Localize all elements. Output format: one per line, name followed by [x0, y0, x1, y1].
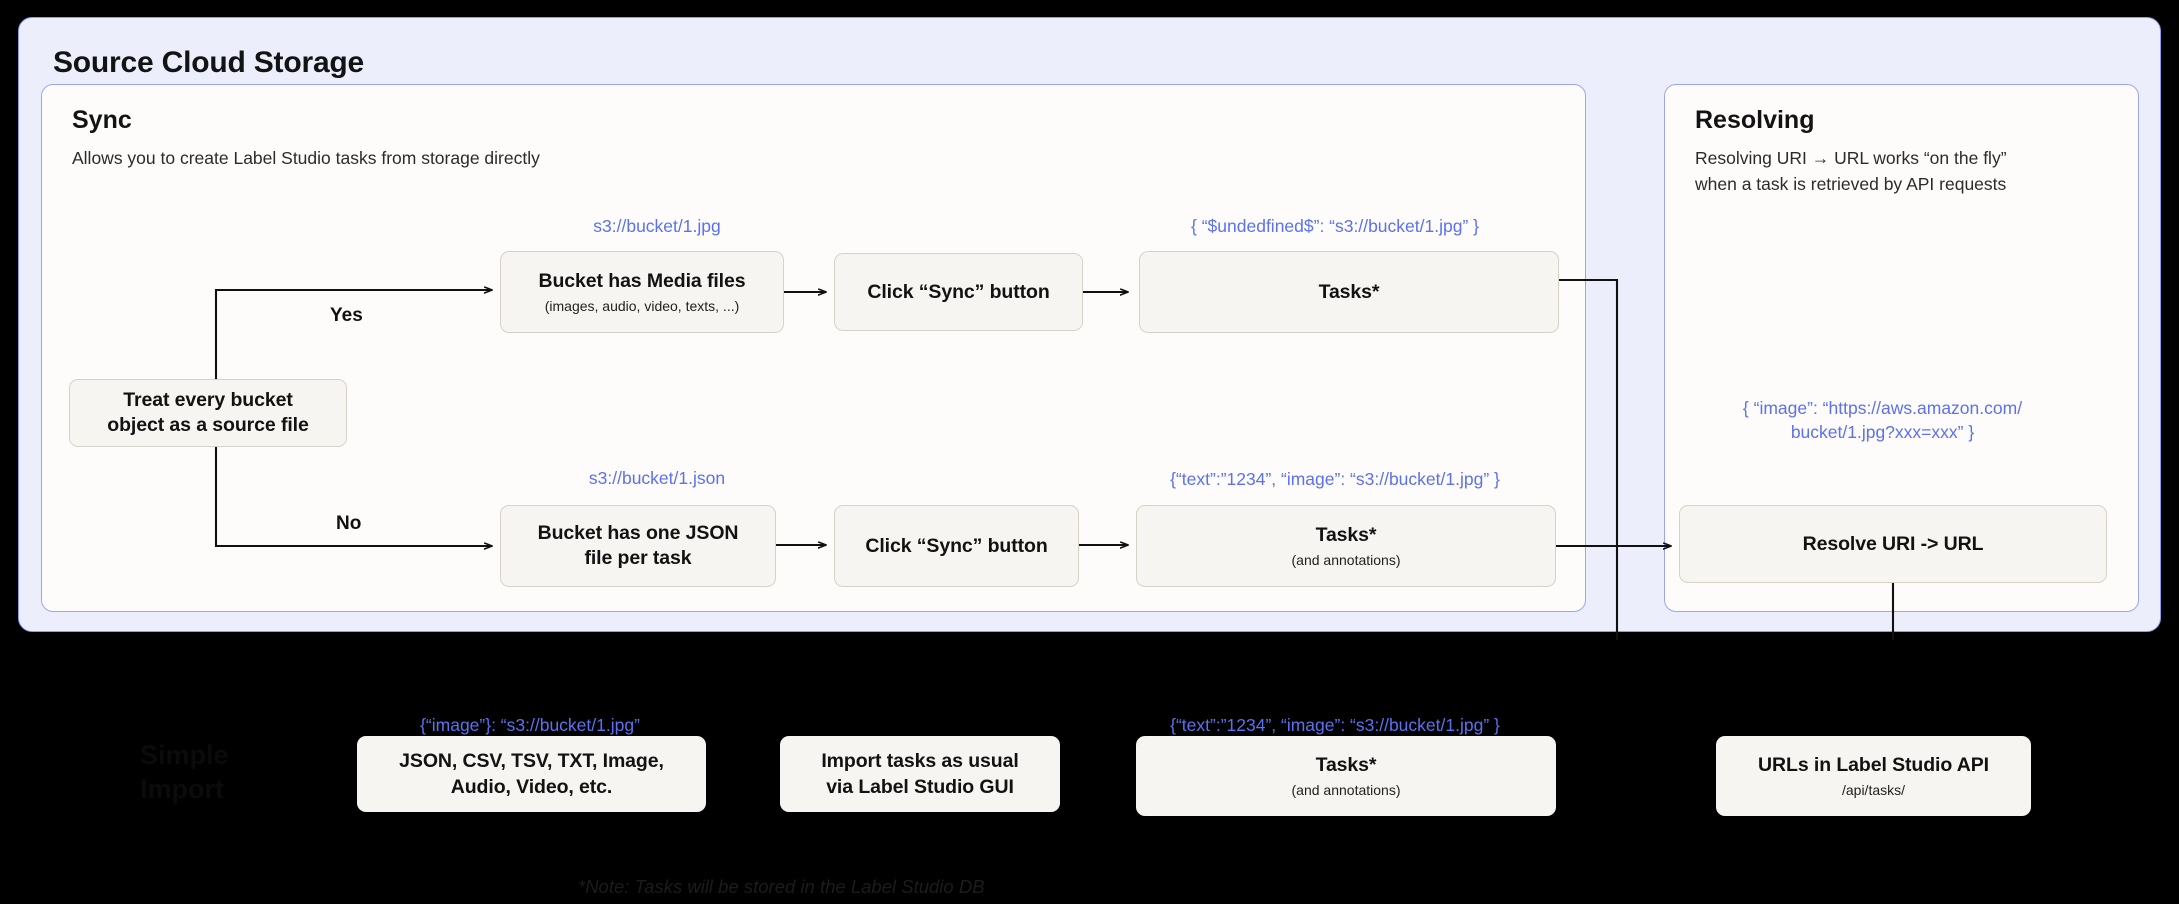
bottom-formats-note: {“image”}: “s3://bucket/1.jpg” [420, 715, 640, 735]
tasks-box-yes-title: Tasks* [1318, 280, 1380, 303]
sync-card-subtitle: Allows you to create Label Studio tasks … [72, 148, 540, 168]
edge-label-no: No [336, 513, 362, 534]
yes-row-tasks-note: { “$undedfined$”: “s3://bucket/1.jpg” } [1191, 216, 1479, 236]
bucket-media-files-subtitle: (images, audio, video, texts, ...) [544, 297, 740, 314]
tasks-box-no-title: Tasks* [1315, 523, 1377, 546]
import-tasks-box[interactable]: Import tasks as usual via Label Studio G… [780, 736, 1060, 812]
bucket-json-file-box[interactable]: Bucket has one JSON file per task [500, 505, 776, 587]
bottom-tasks-subtitle: (and annotations) [1291, 782, 1401, 798]
resolving-url-note: { “image”: “https://aws.amazon.com/ buck… [1742, 398, 2023, 442]
formats-box-label: JSON, CSV, TSV, TXT, Image, Audio, Video… [399, 750, 664, 798]
edge-label-yes: Yes [330, 305, 363, 326]
bottom-tasks-note: {“text”:”1234”, “image”: “s3://bucket/1.… [1170, 715, 1500, 735]
footnote: *Note: Tasks will be stored in the Label… [578, 876, 985, 897]
resolving-card-title: Resolving [1695, 106, 1815, 134]
resolve-uri-url-box[interactable]: Resolve URI -> URL [1679, 505, 2107, 583]
resolve-uri-url-label: Resolve URI -> URL [1802, 532, 1984, 555]
tasks-box-yes[interactable]: Tasks* [1139, 251, 1559, 333]
bucket-media-files-box[interactable]: Bucket has Media files (images, audio, v… [500, 251, 784, 333]
sync-card-title: Sync [72, 106, 132, 134]
click-sync-button-label-no: Click “Sync” button [865, 534, 1048, 557]
api-urls-box[interactable]: URLs in Label Studio API /api/tasks/ [1716, 736, 2031, 816]
tasks-box-no-subtitle: (and annotations) [1291, 551, 1401, 568]
click-sync-button-box-yes[interactable]: Click “Sync” button [834, 253, 1083, 331]
bucket-json-file-title2: file per task [584, 547, 692, 569]
decision-box-label: Treat every bucket object as a source fi… [107, 389, 309, 436]
bottom-tasks-title: Tasks* [1315, 754, 1377, 776]
simple-import-heading: Simple Import [140, 740, 229, 804]
import-tasks-label: Import tasks as usual via Label Studio G… [821, 750, 1019, 798]
yes-row-uri-note: s3://bucket/1.jpg [593, 216, 721, 236]
click-sync-button-label-yes: Click “Sync” button [867, 280, 1050, 303]
click-sync-button-box-no[interactable]: Click “Sync” button [834, 505, 1079, 587]
resolving-card-subtitle: Resolving URI → URL works “on the fly” w… [1695, 148, 2007, 194]
page-title: Source Cloud Storage [53, 46, 365, 79]
api-urls-subtitle: /api/tasks/ [1841, 782, 1906, 798]
no-row-uri-note: s3://bucket/1.json [588, 468, 726, 488]
formats-box[interactable]: JSON, CSV, TSV, TXT, Image, Audio, Video… [357, 736, 706, 812]
bottom-tasks-box[interactable]: Tasks* (and annotations) [1136, 736, 1556, 816]
no-row-tasks-note: {“text”:”1234”, “image”: “s3://bucket/1.… [1170, 469, 1500, 489]
api-urls-title: URLs in Label Studio API [1758, 754, 1989, 776]
bucket-media-files-title: Bucket has Media files [538, 269, 746, 292]
decision-box-source-file[interactable]: Treat every bucket object as a source fi… [69, 379, 347, 447]
bucket-json-file-title: Bucket has one JSON [537, 522, 739, 544]
tasks-box-no[interactable]: Tasks* (and annotations) [1136, 505, 1556, 587]
